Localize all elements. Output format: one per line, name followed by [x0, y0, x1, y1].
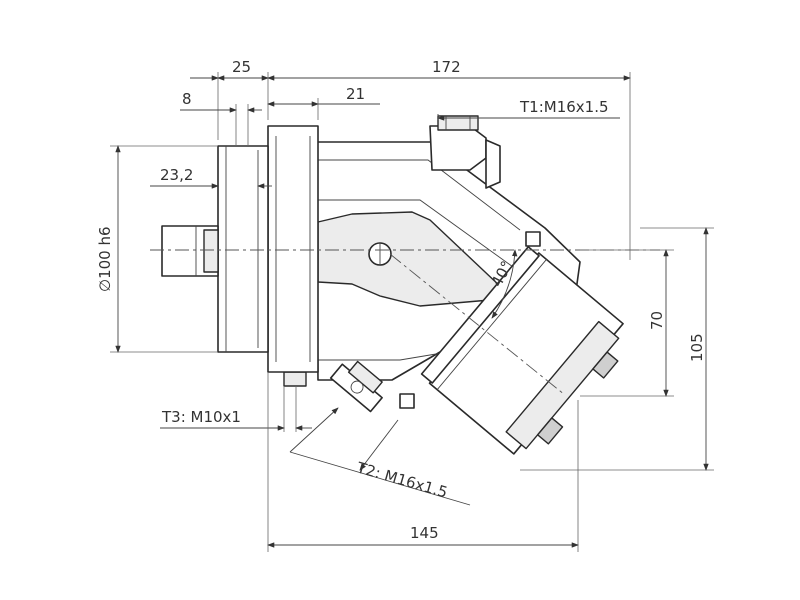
centerlines [150, 249, 660, 396]
mounting-flange [267, 125, 319, 373]
dim-21: 21 [346, 85, 365, 103]
t3-port [283, 371, 307, 387]
dim-145: 145 [410, 524, 439, 542]
small-plug [399, 393, 415, 409]
t2-port [329, 360, 383, 413]
dim-70: 70 [648, 311, 666, 330]
pilot-spigot [217, 145, 269, 353]
thread-t3-label: T3: M10x1 [161, 408, 241, 426]
dim-172: 172 [432, 58, 461, 76]
dim-8: 8 [182, 90, 192, 108]
thread-t2-label: T2: M16x1.5 [354, 458, 450, 501]
dim-105: 105 [688, 333, 706, 362]
thread-t1-label: T1:M16x1.5 [519, 98, 609, 116]
small-plug-top [525, 231, 541, 247]
motor-body [161, 115, 624, 455]
dimension-lines [110, 72, 714, 552]
t1-port [429, 115, 501, 189]
dim-23-2: 23,2 [160, 166, 193, 184]
dim-25: 25 [232, 58, 251, 76]
end-cap [420, 246, 624, 455]
dim-diameter-100: ∅100 h6 [96, 226, 114, 292]
